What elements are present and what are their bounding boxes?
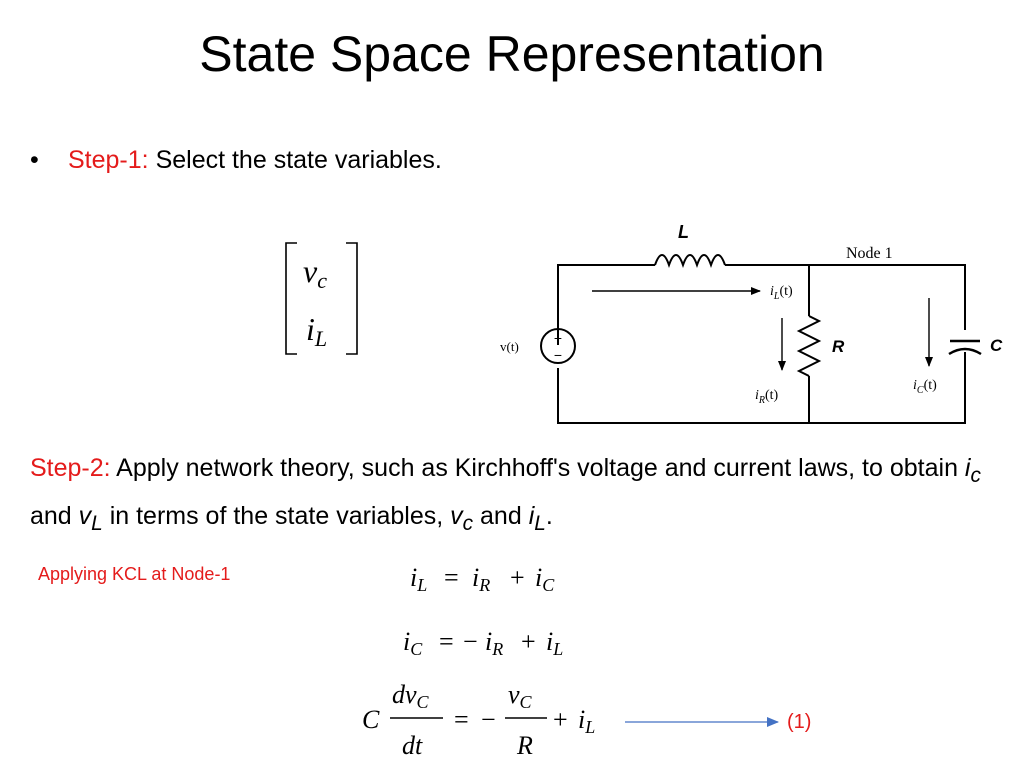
svg-text:dvC: dvC — [392, 680, 430, 712]
circuit-labels: L Node 1 v(t) + − iL(t) R iR(t) iC(t) C — [500, 222, 1003, 406]
svg-text:+: + — [510, 563, 525, 592]
svg-text:iR: iR — [485, 627, 503, 659]
step2-var-vl: v — [78, 502, 92, 530]
node-label: Node 1 — [846, 245, 893, 262]
step2-var-il-sub: L — [534, 512, 546, 535]
kcl-note: Applying KCL at Node-1 — [38, 564, 231, 584]
step2-var-il: i — [528, 502, 535, 530]
resistor — [796, 315, 822, 377]
equation-2: iC = − iR + iL — [403, 627, 563, 659]
resistor-label: R — [832, 337, 845, 356]
ic-label: iC(t) — [913, 378, 937, 396]
ir-label: iR(t) — [755, 388, 779, 406]
capacitor-label: C — [990, 336, 1003, 355]
capacitor-bottom-plate — [948, 347, 982, 356]
step2-label: Step-2: — [30, 454, 111, 482]
bullet-dot: • — [30, 146, 39, 174]
svg-text:vC: vC — [508, 680, 533, 712]
svg-text:=: = — [439, 627, 454, 656]
equation-number: (1) — [787, 711, 812, 733]
step2-text-4: and — [473, 502, 529, 530]
step2-text-5: . — [545, 502, 553, 530]
inductor-label: L — [678, 222, 689, 242]
step1-bullet: • Step-1: Select the state variables. — [30, 140, 442, 180]
wire-bottom — [557, 352, 966, 424]
inductor — [654, 254, 726, 269]
step2-var-ic-sub: c — [970, 464, 981, 487]
left-bracket — [285, 242, 297, 355]
state-vector: vc iL — [285, 242, 358, 355]
svg-text:+: + — [521, 627, 536, 656]
svg-text:=: = — [454, 705, 469, 734]
step1-text: Select the state variables. — [155, 146, 442, 174]
state-vector-top: vc — [303, 253, 327, 293]
source-plus: + — [554, 330, 562, 346]
svg-text:iL: iL — [546, 627, 563, 659]
svg-text:iC: iC — [535, 563, 555, 595]
svg-text:C: C — [362, 705, 380, 734]
slide-title: State Space Representation — [199, 26, 825, 82]
source-label: v(t) — [500, 339, 519, 354]
circuit-diagram — [540, 254, 982, 424]
step2-var-vc-sub: c — [462, 512, 474, 535]
svg-text:−: − — [481, 705, 496, 734]
svg-text:iC: iC — [403, 627, 423, 659]
step2-text-3: in terms of the state variables, — [102, 502, 451, 530]
equation-3: C dvC dt = − vC R + iL — [362, 680, 595, 760]
svg-text:iR: iR — [472, 563, 490, 595]
wire-top-left — [557, 264, 655, 345]
voltage-source — [540, 328, 576, 364]
step1-label: Step-1: — [68, 146, 149, 174]
svg-text:iL: iL — [410, 563, 427, 595]
step2-var-ic: i — [964, 454, 971, 482]
svg-text:+: + — [553, 705, 568, 734]
right-bracket — [346, 242, 358, 355]
step2-text-2: and — [30, 502, 79, 530]
svg-text:=: = — [444, 563, 459, 592]
svg-text:dt: dt — [402, 731, 423, 760]
step2-paragraph: Step-2: Apply network theory, such as Ki… — [30, 448, 1000, 544]
wire-top-right — [725, 264, 966, 330]
il-label: iL(t) — [770, 284, 793, 302]
svg-text:−: − — [463, 627, 478, 656]
svg-text:iL: iL — [578, 705, 595, 737]
equation-1: iL = iR + iC — [410, 563, 555, 595]
step2-var-vl-sub: L — [91, 512, 103, 535]
state-vector-bottom: iL — [306, 311, 327, 351]
svg-text:R: R — [516, 731, 533, 760]
step2-text-1: Apply network theory, such as Kirchhoff'… — [110, 454, 965, 482]
source-minus: − — [554, 347, 562, 363]
step2-var-vc: v — [450, 502, 463, 530]
